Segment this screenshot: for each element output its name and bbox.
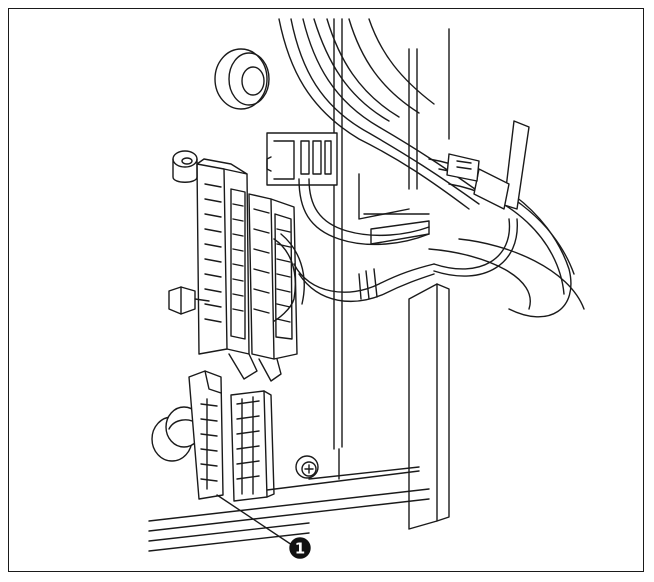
screw-head — [295, 455, 319, 479]
illustration-frame: 1 — [8, 8, 644, 572]
hex-standoff — [168, 286, 210, 315]
wiring-diagram: 1 — [148, 18, 585, 559]
connector-block — [188, 370, 224, 500]
callout-1: 1 — [216, 494, 311, 559]
rubber-grommet — [214, 48, 270, 110]
wire-harness — [278, 18, 585, 318]
small-connector — [266, 132, 338, 186]
cable-bundle — [268, 178, 435, 325]
callout-number: 1 — [295, 540, 305, 558]
main-connector-left — [196, 158, 250, 355]
terminal-block — [230, 390, 275, 502]
connector-latches — [228, 353, 282, 382]
machine-panel — [148, 18, 450, 552]
main-connector-right — [248, 193, 298, 360]
standoff-top — [172, 150, 198, 183]
